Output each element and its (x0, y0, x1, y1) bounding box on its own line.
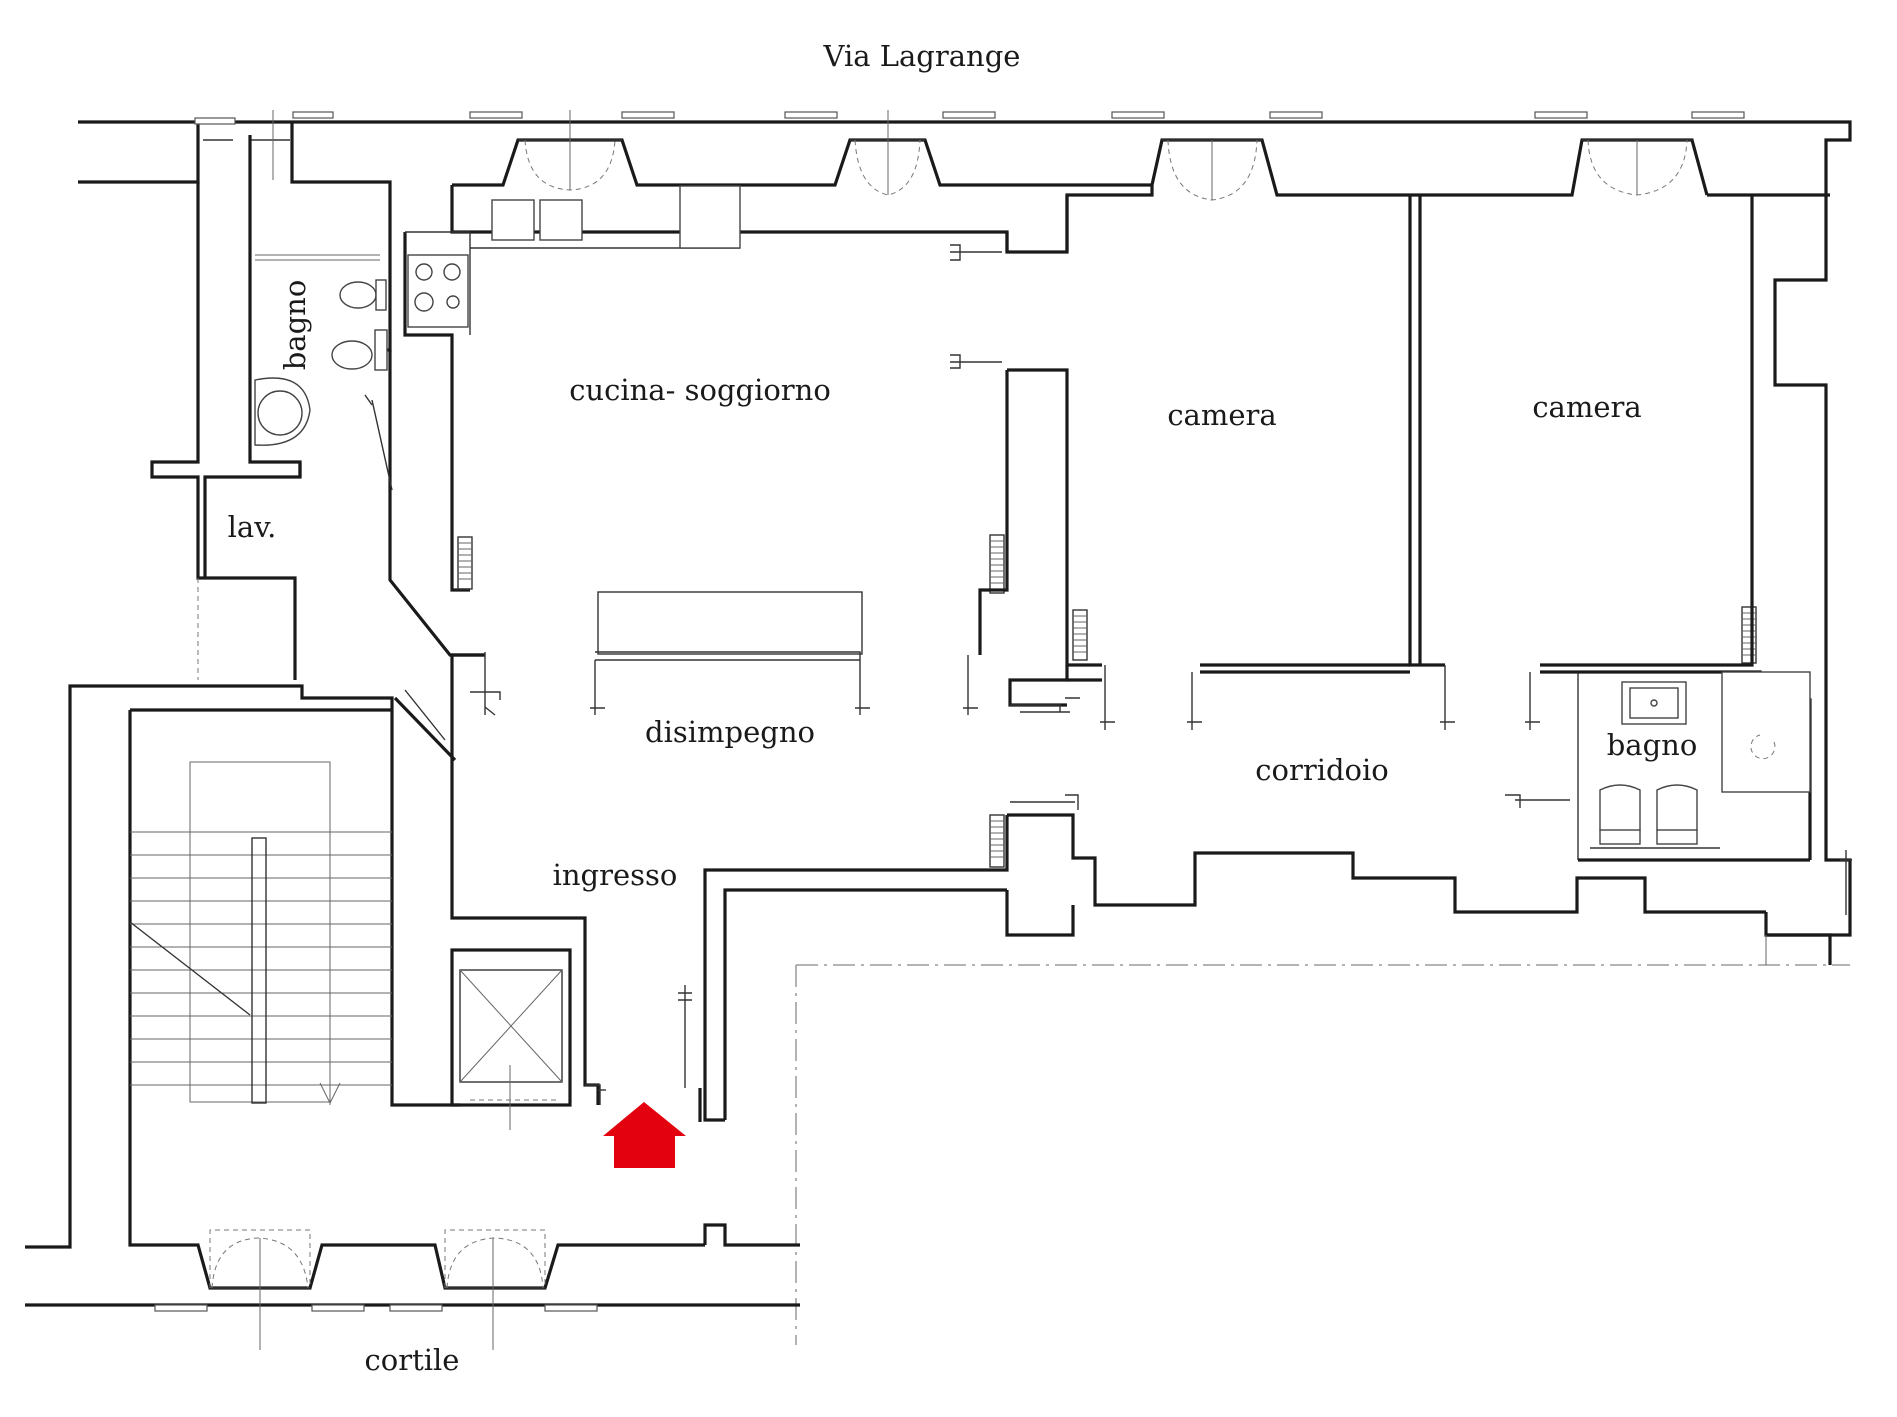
kitchen-walls (403, 231, 740, 657)
courtyard-windows (154, 1229, 598, 1350)
left-bath-fixtures (254, 279, 393, 491)
toilet-icon (1599, 784, 1641, 837)
room-label-hallway: disimpegno (645, 715, 815, 749)
radiators (457, 534, 1757, 868)
room-label-bath-left: bagno (278, 280, 312, 371)
room-label-bedroom-1: camera (1167, 398, 1276, 432)
entrance-door (598, 985, 702, 1122)
street-facade-wall (78, 120, 1852, 352)
arrow-up-icon (603, 1102, 686, 1168)
elevator-shaft (450, 948, 572, 1107)
bidet-icon (331, 340, 373, 370)
bidet-icon (1656, 784, 1698, 837)
stove-icon (407, 254, 469, 328)
fridge-icon (679, 185, 741, 249)
partition-walls (978, 195, 1852, 937)
room-label-bath-right: bagno (1607, 728, 1698, 762)
kitchen-fixtures (407, 185, 741, 328)
hallway-console (597, 591, 863, 655)
room-label-bedroom-2: camera (1532, 390, 1641, 424)
elevator (450, 948, 601, 1130)
street-label: Via Lagrange (823, 39, 1021, 73)
entry-diagonal (393, 689, 457, 762)
right-bath-fixtures (1590, 671, 1811, 849)
sink-icon (491, 199, 535, 241)
door-symbols (470, 244, 1852, 915)
room-label-entrance: ingresso (553, 858, 678, 892)
courtyard-label: cortile (365, 1343, 460, 1377)
room-label-kitchen-living: cucina- soggiorno (569, 373, 831, 407)
shower-tray-icon (1721, 671, 1811, 793)
room-label-corridor: corridoio (1255, 753, 1388, 787)
toilet-icon (339, 281, 377, 309)
left-bath-walls (150, 135, 485, 680)
room-label-laundry: lav. (228, 510, 277, 544)
corridor-walls (703, 813, 1850, 1345)
stair-core (25, 655, 800, 1307)
street-windows (194, 110, 1745, 201)
